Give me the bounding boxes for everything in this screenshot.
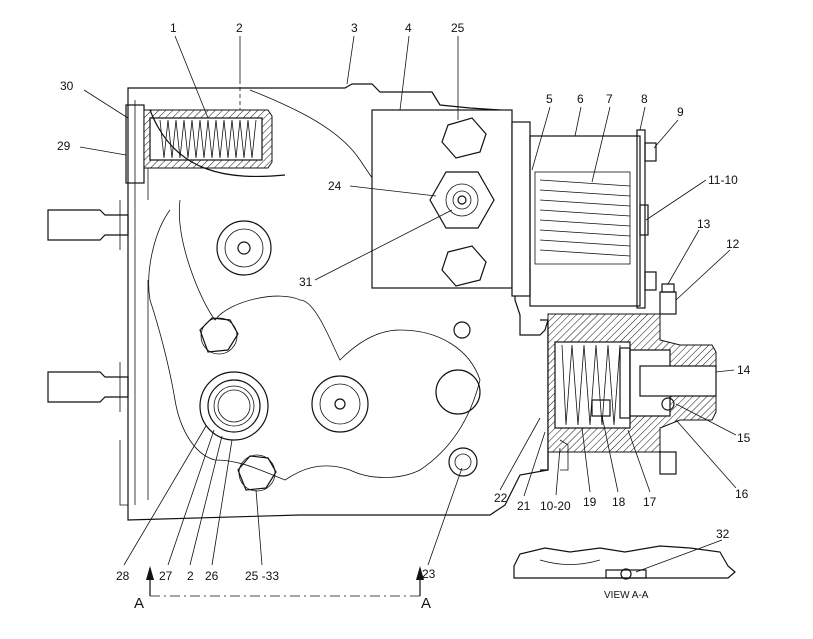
- callout-7: 7: [606, 92, 613, 106]
- callout-29: 29: [57, 139, 71, 153]
- callout-6: 6: [577, 92, 584, 106]
- callout-30: 30: [60, 79, 74, 93]
- view-a-a-label: VIEW A-A: [604, 590, 649, 601]
- relief-valve-section: [540, 283, 717, 475]
- left-spring: [159, 119, 257, 159]
- callout-1: 1: [170, 21, 177, 35]
- callout-28: 28: [116, 569, 130, 583]
- callout-2: 2: [236, 21, 243, 35]
- callout-27: 27: [159, 569, 173, 583]
- left-section-arrow: [146, 566, 154, 580]
- right-spring: [534, 171, 631, 265]
- callout-24: 24: [328, 179, 342, 193]
- leader-lines: [79, 35, 737, 573]
- right-section-arrow: [416, 566, 424, 580]
- adjusting-screw: [639, 365, 717, 397]
- callout-2-bottom: 2: [187, 569, 194, 583]
- callout-22: 22: [494, 491, 508, 505]
- section-line: A A: [134, 566, 431, 612]
- section-mark-left: A: [134, 595, 144, 612]
- callout-19: 19: [583, 495, 597, 509]
- callout-26: 26: [205, 569, 219, 583]
- callout-5: 5: [546, 92, 553, 106]
- lower-cap-screw: [644, 271, 657, 291]
- upper-hex-bolt: [441, 117, 487, 159]
- upper-cap-screw: [644, 142, 657, 162]
- callout-15: 15: [737, 431, 751, 445]
- callout-17: 17: [643, 495, 657, 509]
- callout-21: 21: [517, 499, 531, 513]
- callout-3: 3: [351, 21, 358, 35]
- callout-16: 16: [735, 487, 749, 501]
- callout-9: 9: [677, 105, 684, 119]
- callout-32: 32: [716, 527, 730, 541]
- spring-housing: [511, 121, 657, 309]
- top-nut: [659, 291, 677, 315]
- callout-13: 13: [697, 217, 711, 231]
- left-plug-assembly: [125, 80, 286, 184]
- relief-spring: [561, 344, 621, 426]
- callout-25-top: 25: [451, 21, 465, 35]
- cover-plate: [371, 109, 513, 289]
- lower-hex-bolt: [441, 245, 487, 287]
- callout-4: 4: [405, 21, 412, 35]
- callout-10-20: 10-20: [540, 499, 571, 513]
- view-a-a-section: [513, 545, 736, 580]
- callout-25-33: 25 -33: [245, 569, 279, 583]
- section-mark-right: A: [421, 595, 431, 612]
- callout-11-10: 11-10: [708, 173, 738, 187]
- callout-31: 31: [299, 275, 313, 289]
- callout-8: 8: [641, 92, 648, 106]
- callout-18: 18: [612, 495, 626, 509]
- callout-12: 12: [726, 237, 740, 251]
- center-hex-nut: [429, 171, 495, 229]
- valve-body: [47, 83, 549, 521]
- callout-labels: 1 2 3 4 25 5 6 7 8 9 30 29 24 11-10 31 1…: [57, 21, 751, 583]
- callout-23: 23: [422, 567, 436, 581]
- callout-14: 14: [737, 363, 751, 377]
- bottom-nut: [659, 451, 677, 475]
